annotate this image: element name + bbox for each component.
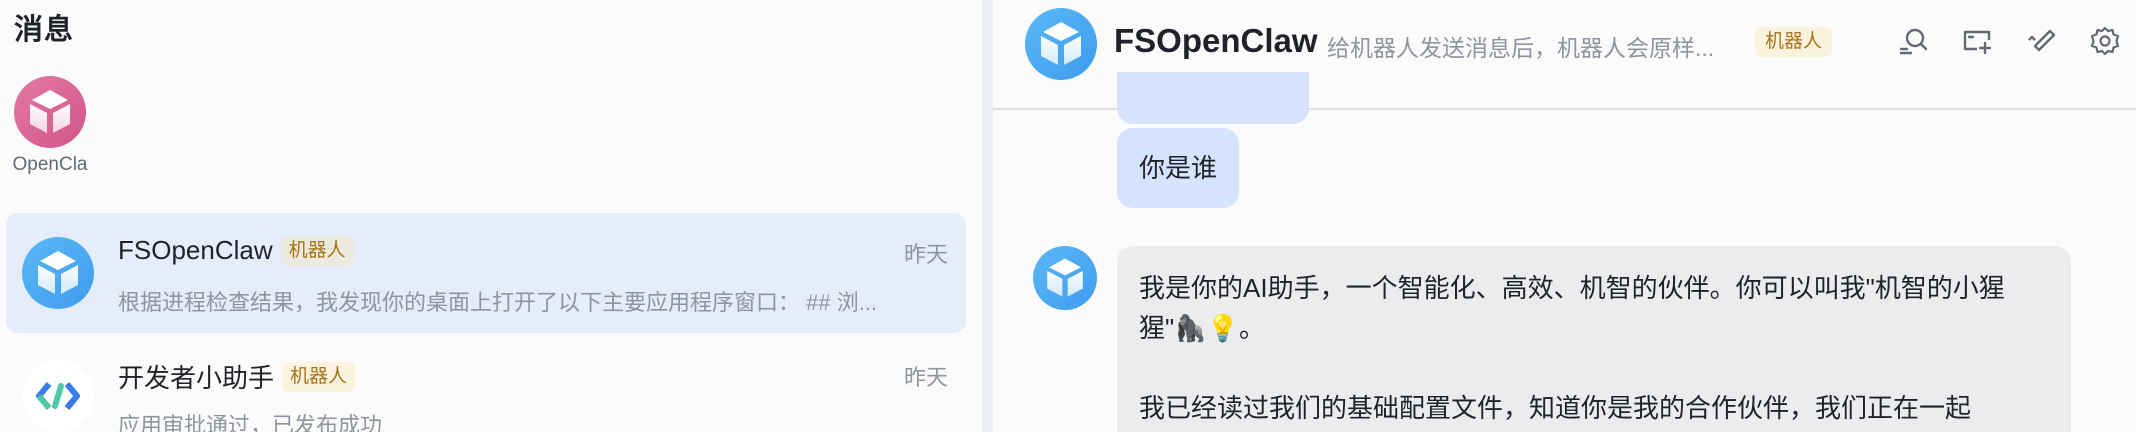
search-history-icon: [1899, 28, 1928, 55]
bot-badge: 机器人: [282, 361, 356, 392]
chat-description: 给机器人发送消息后，机器人会原样...: [1327, 35, 1715, 61]
message-paragraph: 我已经读过我们的基础配置文件，知道你是我的合作伙伴，我们正在一起: [1139, 393, 1972, 423]
conversation-preview: 根据进程检查结果，我发现你的桌面上打开了以下主要应用程序窗口： ## 浏...: [118, 290, 878, 315]
header-toolbar: [1896, 24, 2122, 58]
conversation-time: 昨天: [903, 242, 948, 267]
conversation-preview: 应用审批通过，已发布成功: [118, 413, 383, 432]
message-paragraph-spacer: [1139, 348, 2049, 388]
cube-icon: [22, 237, 94, 309]
bot-message-bubble[interactable]: 我是你的AI助手，一个智能化、高效、机智的伙伴。你可以叫我"机智的小猩猩"🦍💡。…: [1117, 246, 2071, 432]
bot-badge: 机器人: [280, 235, 354, 266]
conversation-title: 开发者小助手: [118, 363, 275, 393]
search-history-button[interactable]: [1896, 24, 1930, 58]
panel-resize-handle[interactable]: [982, 0, 993, 432]
cube-icon: [14, 76, 86, 148]
bot-badge: 机器人: [1755, 27, 1833, 57]
conversation-name: FSOpenClaw 机器人: [118, 235, 354, 266]
conversation-item-fsopenclaw[interactable]: FSOpenClaw 机器人 昨天 根据进程检查结果，我发现你的桌面上打开了以下…: [6, 213, 966, 333]
new-window-icon: [1963, 30, 1992, 55]
user-message-bubble[interactable]: 你是谁: [1117, 128, 1240, 208]
user-message-bubble[interactable]: [1117, 72, 1309, 124]
chat-panel: FSOpenClaw 给机器人发送消息后，机器人会原样... 机器人: [993, 0, 2136, 432]
check-edit-icon: [2028, 29, 2056, 52]
new-window-button[interactable]: [1960, 24, 1994, 58]
code-brackets-icon: [22, 360, 94, 432]
conversation-item-dev-assistant[interactable]: 开发者小助手 机器人 昨天 应用审批通过，已发布成功: [6, 336, 966, 432]
cube-icon[interactable]: [1033, 246, 1097, 310]
chat-title[interactable]: FSOpenClaw: [1114, 22, 1318, 59]
pinned-contact-openclaw[interactable]: OpenCla: [8, 76, 92, 176]
message-list[interactable]: 你是谁 我是你的AI助手，一个智能化、高效、机智的伙伴。你可以叫我"机智的小猩猩…: [993, 72, 2136, 432]
conversation-time: 昨天: [903, 365, 948, 390]
panel-title: 消息: [14, 14, 75, 46]
settings-button[interactable]: [2088, 24, 2122, 58]
cube-icon[interactable]: [1025, 8, 1097, 80]
gear-icon: [2090, 26, 2120, 56]
message-paragraph: 我是你的AI助手，一个智能化、高效、机智的伙伴。你可以叫我"机智的小猩猩"🦍💡。: [1139, 273, 2005, 343]
conversation-list-panel: 消息 OpenCla: [0, 0, 982, 432]
conversation-title: FSOpenClaw: [118, 235, 273, 265]
mark-done-button[interactable]: [2024, 24, 2058, 58]
conversation-name: 开发者小助手 机器人: [118, 358, 356, 395]
pinned-contact-label: OpenCla: [12, 154, 88, 175]
